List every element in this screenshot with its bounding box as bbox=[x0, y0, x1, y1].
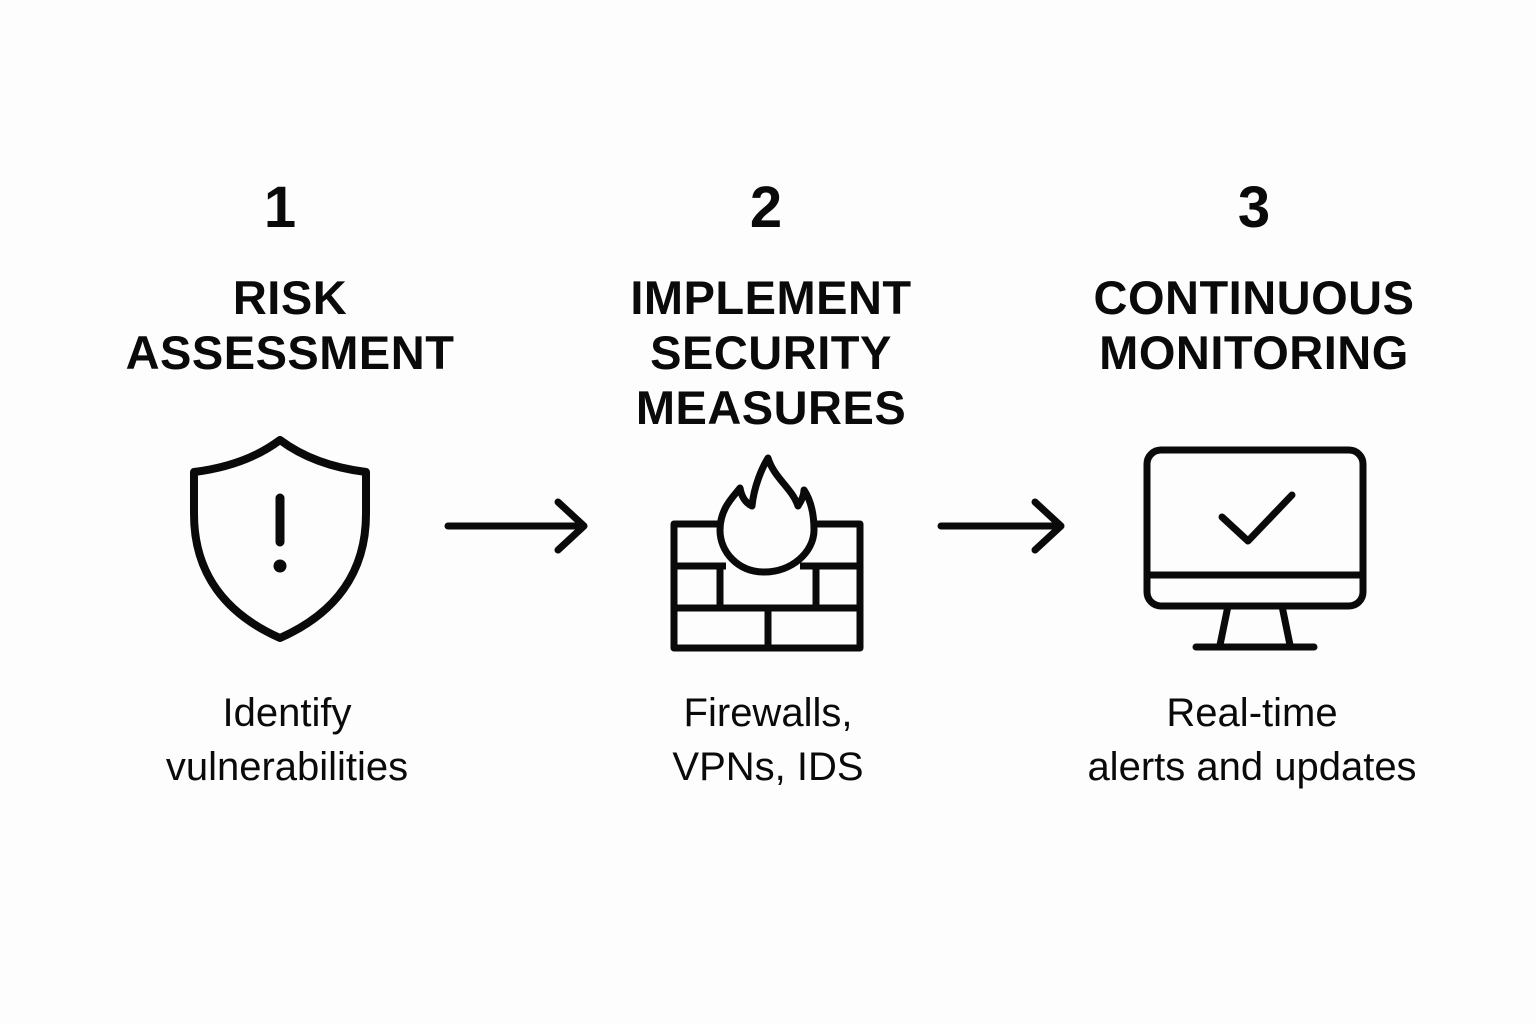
title-line: RISK bbox=[232, 271, 348, 324]
description-line: vulnerabilities bbox=[165, 745, 409, 789]
title-line: MEASURES bbox=[635, 381, 907, 434]
step-description: Identify vulnerabilities bbox=[47, 686, 527, 794]
step-title: IMPLEMENT SECURITY MEASURES bbox=[531, 270, 1011, 435]
step-title: RISK ASSESSMENT bbox=[50, 270, 530, 380]
description-line: Identify bbox=[222, 691, 352, 735]
title-line: IMPLEMENT bbox=[630, 271, 912, 324]
title-line: MONITORING bbox=[1099, 326, 1409, 379]
monitor-check-icon bbox=[1143, 446, 1367, 651]
title-line: SECURITY bbox=[650, 326, 892, 379]
firewall-icon bbox=[670, 454, 864, 652]
arrow-right-icon bbox=[937, 498, 1065, 554]
step-title: CONTINUOUS MONITORING bbox=[1014, 270, 1494, 380]
step-number: 3 bbox=[1237, 175, 1271, 240]
title-line: ASSESSMENT bbox=[125, 326, 455, 379]
step-number: 1 bbox=[263, 175, 297, 240]
description-line: Firewalls, bbox=[683, 691, 853, 735]
step-description: Firewalls, VPNs, IDS bbox=[528, 686, 1008, 794]
shield-warning-icon bbox=[190, 436, 370, 642]
description-line: alerts and updates bbox=[1087, 745, 1417, 789]
step-description: Real-time alerts and updates bbox=[1012, 686, 1492, 794]
description-line: Real-time bbox=[1166, 691, 1338, 735]
description-line: VPNs, IDS bbox=[672, 745, 864, 789]
title-line: CONTINUOUS bbox=[1093, 271, 1415, 324]
step-number: 2 bbox=[749, 175, 783, 240]
arrow-right-icon bbox=[444, 498, 588, 554]
